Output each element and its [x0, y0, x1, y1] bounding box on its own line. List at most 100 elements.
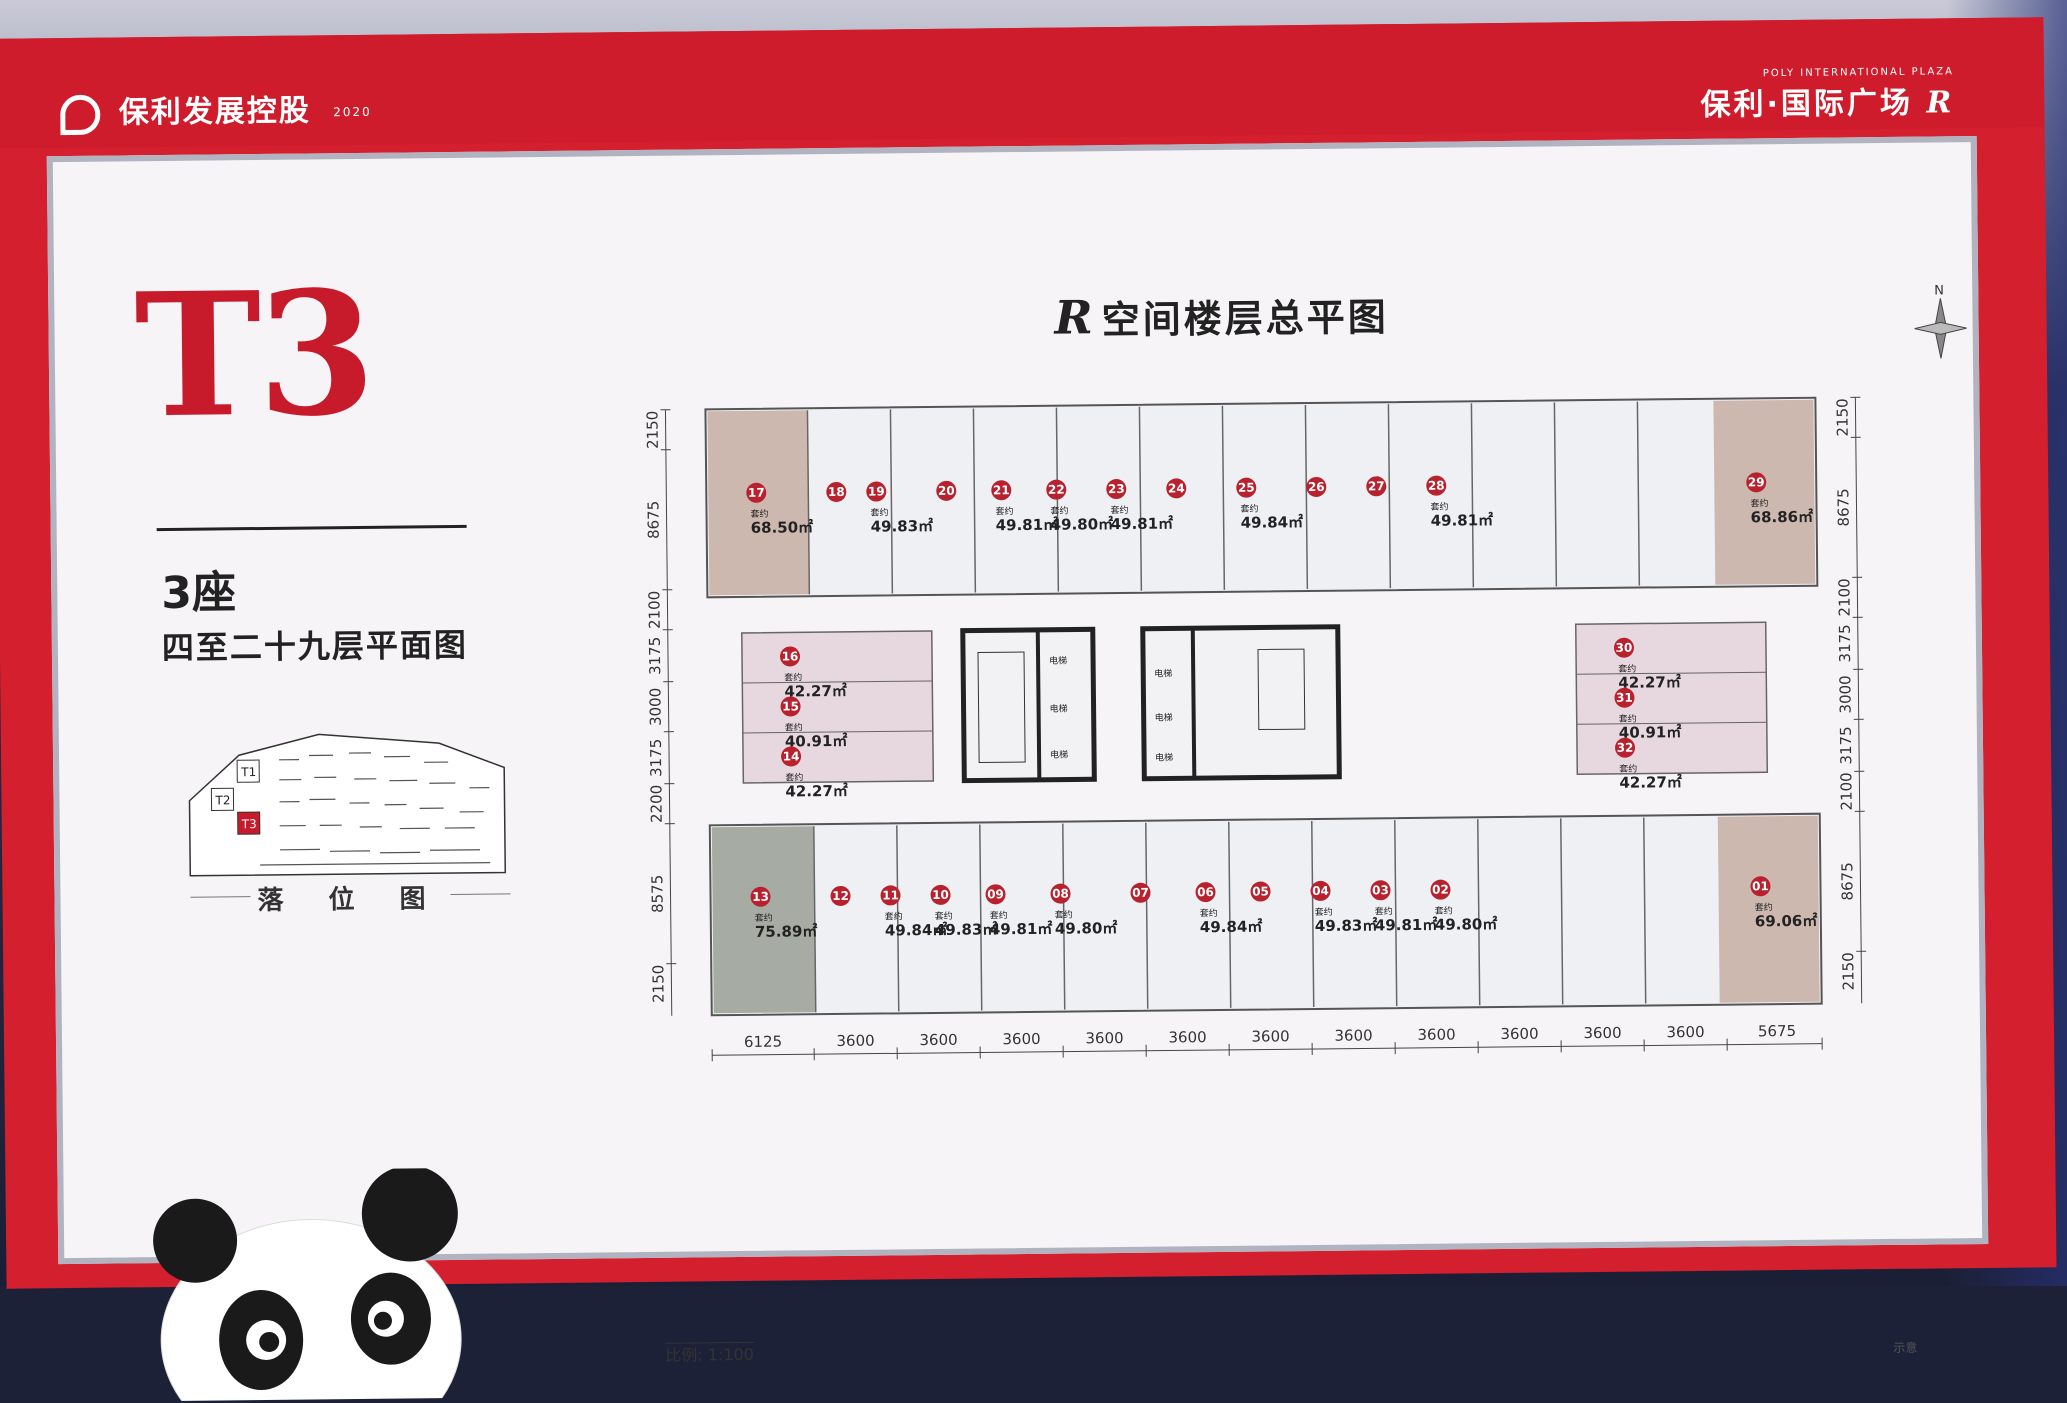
west-core: [963, 629, 1095, 780]
west-side-units: [742, 631, 934, 783]
dimension-label: 3600: [1251, 1027, 1289, 1045]
compass-icon: N: [1910, 282, 1971, 363]
unit-number: 24: [1168, 481, 1185, 495]
dimension-label: 2150: [643, 411, 661, 449]
unit-area: 49.83㎡: [871, 517, 934, 536]
unit-area: 49.80㎡: [1435, 915, 1498, 934]
unit-number: 21: [993, 483, 1010, 497]
dimension-label: 2100: [1837, 772, 1855, 810]
tower-label: T3: [134, 269, 373, 441]
unit-number: 12: [832, 889, 849, 903]
title-rule: [157, 525, 467, 531]
unit-number: 13: [752, 890, 769, 904]
dimension-label: 3600: [1583, 1024, 1621, 1042]
block-label: 3座: [161, 556, 236, 621]
unit-area: 42.27㎡: [1619, 773, 1682, 792]
unit-area: 68.86㎡: [1751, 508, 1814, 527]
dimension-label: 3000: [1836, 675, 1854, 713]
unit-area: 49.81㎡: [996, 516, 1059, 535]
floor-plan-board: 保利发展控股 2020 POLY INTERNATIONAL PLAZA 保利·…: [0, 17, 2056, 1288]
unit-number: 22: [1048, 483, 1065, 497]
dimension-label: 2100: [1835, 578, 1853, 616]
unit-number: 04: [1312, 884, 1329, 898]
dimension-label: 6125: [744, 1033, 782, 1051]
unit-area: 49.80㎡: [1051, 515, 1114, 534]
unit-area: 49.83㎡: [1315, 916, 1378, 935]
dimension-label: 8675: [644, 501, 662, 539]
unit-number: 15: [782, 699, 799, 713]
unit-number: 10: [932, 888, 949, 902]
elevator-label: 电梯: [1155, 711, 1173, 723]
unit-number: 23: [1108, 482, 1125, 496]
dimension-label: 3600: [1085, 1029, 1123, 1047]
brand-badge: 2020: [333, 105, 372, 117]
unit-area: 49.81㎡: [1375, 916, 1438, 935]
dimension-label: 3000: [646, 688, 664, 726]
header-band: 保利发展控股 2020 POLY INTERNATIONAL PLAZA 保利·…: [0, 17, 2045, 148]
dimension-label: 8675: [1838, 862, 1856, 900]
site-map-caption: 落 位 图: [190, 877, 510, 917]
dimension-label: 3600: [1168, 1028, 1206, 1046]
unit-number: 20: [938, 484, 955, 498]
unit-number: 29: [1748, 475, 1765, 489]
unit-area: 75.89㎡: [755, 922, 818, 941]
elevator-label: 电梯: [1154, 667, 1172, 679]
dimension-label: 2100: [645, 591, 663, 629]
site-label-t1: T1: [240, 765, 256, 779]
south-wing: [710, 814, 1822, 1016]
dimension-label: 8575: [648, 875, 666, 913]
unit-number: 27: [1368, 479, 1385, 493]
unit-number: 02: [1432, 883, 1449, 897]
floors-label: 四至二十九层平面图: [162, 620, 468, 669]
dimension-label: 3600: [1666, 1023, 1704, 1041]
dimension-label: 2150: [649, 965, 667, 1003]
unit-number: 17: [748, 486, 765, 500]
poly-development-logo: 保利发展控股 2020: [60, 85, 372, 135]
corner-unit-29: [1713, 400, 1815, 585]
site-location-map: T1 T2 T3: [179, 727, 521, 881]
site-label-t3: T3: [241, 817, 257, 831]
dimension-label: 2150: [1833, 398, 1851, 436]
unit-area: 49.84㎡: [1241, 513, 1304, 532]
floor-plan-drawing: 5675 3600 3600 3600 3600 3600 3600 3600 3600 3600…: [615, 393, 1925, 1337]
r-space-mark: R: [1926, 85, 1954, 120]
dimension-label: 3175: [1837, 726, 1855, 764]
dimension-label: 3175: [1836, 624, 1854, 662]
unit-area: 49.80㎡: [1055, 919, 1118, 938]
r-logo-icon: R: [1054, 290, 1096, 344]
unit-number: 31: [1616, 691, 1633, 705]
scale-label: 比例: 1:100: [665, 1341, 754, 1366]
panda-mascot-image: [119, 1168, 501, 1402]
unit-area: 49.81㎡: [1431, 511, 1494, 530]
dimension-label: 3600: [836, 1032, 874, 1050]
dimension-label: 3175: [647, 739, 665, 777]
unit-area: 49.81㎡: [990, 920, 1053, 939]
unit-area: 69.06㎡: [1755, 912, 1818, 931]
dimension-label: 3175: [646, 637, 664, 675]
unit-number: 30: [1616, 641, 1633, 655]
unit-number: 03: [1372, 883, 1389, 897]
unit-area: 49.84㎡: [1200, 918, 1263, 937]
unit-number: 08: [1052, 887, 1069, 901]
dimension-label: 5675: [1758, 1022, 1796, 1040]
dimension-label: 3600: [1500, 1025, 1538, 1043]
dimension-label: 3600: [1334, 1026, 1372, 1044]
brand-name: 保利: [119, 95, 183, 131]
site-label-t2: T2: [214, 793, 230, 807]
unit-area: 49.83㎡: [935, 920, 998, 939]
elevator-label: 电梯: [1050, 749, 1068, 761]
unit-number: 09: [987, 887, 1004, 901]
unit-number: 26: [1308, 480, 1325, 494]
unit-number: 11: [882, 888, 899, 902]
brand-suffix: 发展控股: [183, 93, 311, 129]
bottom-dimension-line: 6125 3600 3600 3600 3600 3600 3600 3600 3600 3600…: [712, 1022, 1822, 1062]
unit-area: 68.50㎡: [751, 518, 814, 537]
unit-area: 42.27㎡: [785, 782, 848, 801]
elevator-label: 电梯: [1155, 751, 1173, 763]
unit-number: 05: [1252, 884, 1269, 898]
dimension-label: 3600: [1417, 1026, 1455, 1044]
unit-number: 06: [1197, 885, 1214, 899]
